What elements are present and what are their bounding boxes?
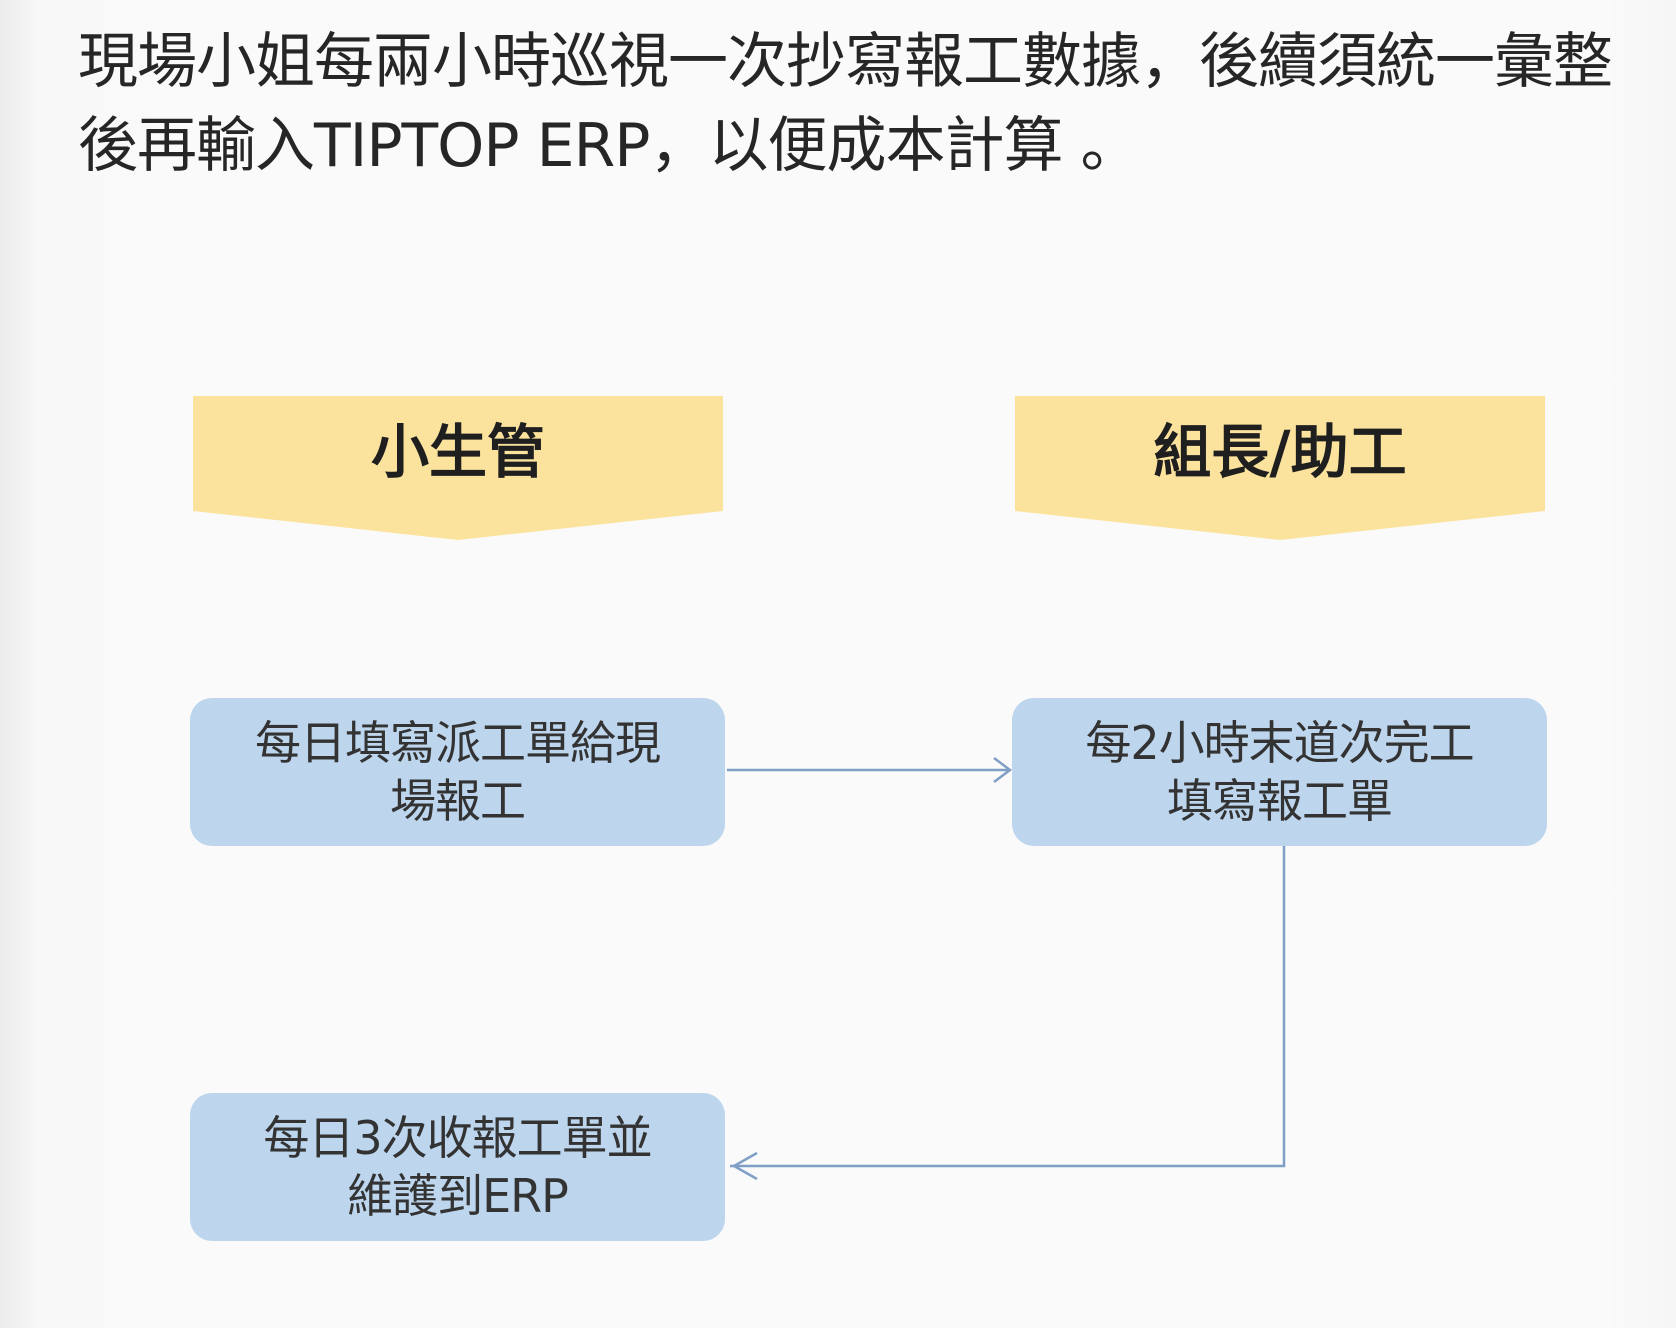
step-3-line-2: 維護到ERP (347, 1169, 569, 1223)
heading-line-1: 現場小姐每兩小時巡視一次抄寫報工數據，後續須統一彙整 (78, 27, 1613, 97)
slide-heading: 現場小姐每兩小時巡視一次抄寫報工數據，後續須統一彙整 後再輸入TIPTOP ER… (78, 20, 1638, 188)
lane-header-label-2: 組長/助工 (1153, 418, 1407, 486)
connector-line-2 (730, 846, 1286, 1168)
arrowhead-1 (993, 757, 1013, 783)
step-label-1: 每日填寫派工單給現 場報工 (190, 714, 725, 830)
step-1-line-1: 每日填寫派工單給現 (255, 716, 661, 770)
lane-header-shape-1 (193, 396, 723, 540)
step-2-line-1: 每2小時末道次完工 (1085, 716, 1474, 770)
step-1-line-2: 場報工 (390, 774, 526, 828)
heading-line-2: 後再輸入TIPTOP ERP，以便成本計算 。 (78, 111, 1141, 181)
arrowhead-2 (731, 1151, 758, 1181)
lane-header-label-1: 小生管 (370, 418, 545, 486)
step-box-2 (1012, 698, 1547, 846)
step-3-line-1: 每日3次收報工單並 (263, 1111, 652, 1165)
step-2-line-2: 填寫報工單 (1167, 774, 1393, 828)
step-box-1 (190, 698, 725, 846)
step-label-3: 每日3次收報工單並 維護到ERP (190, 1109, 725, 1225)
lane-header-shape-2 (1015, 396, 1545, 540)
step-box-3 (190, 1093, 725, 1241)
step-label-2: 每2小時末道次完工 填寫報工單 (1012, 714, 1547, 830)
